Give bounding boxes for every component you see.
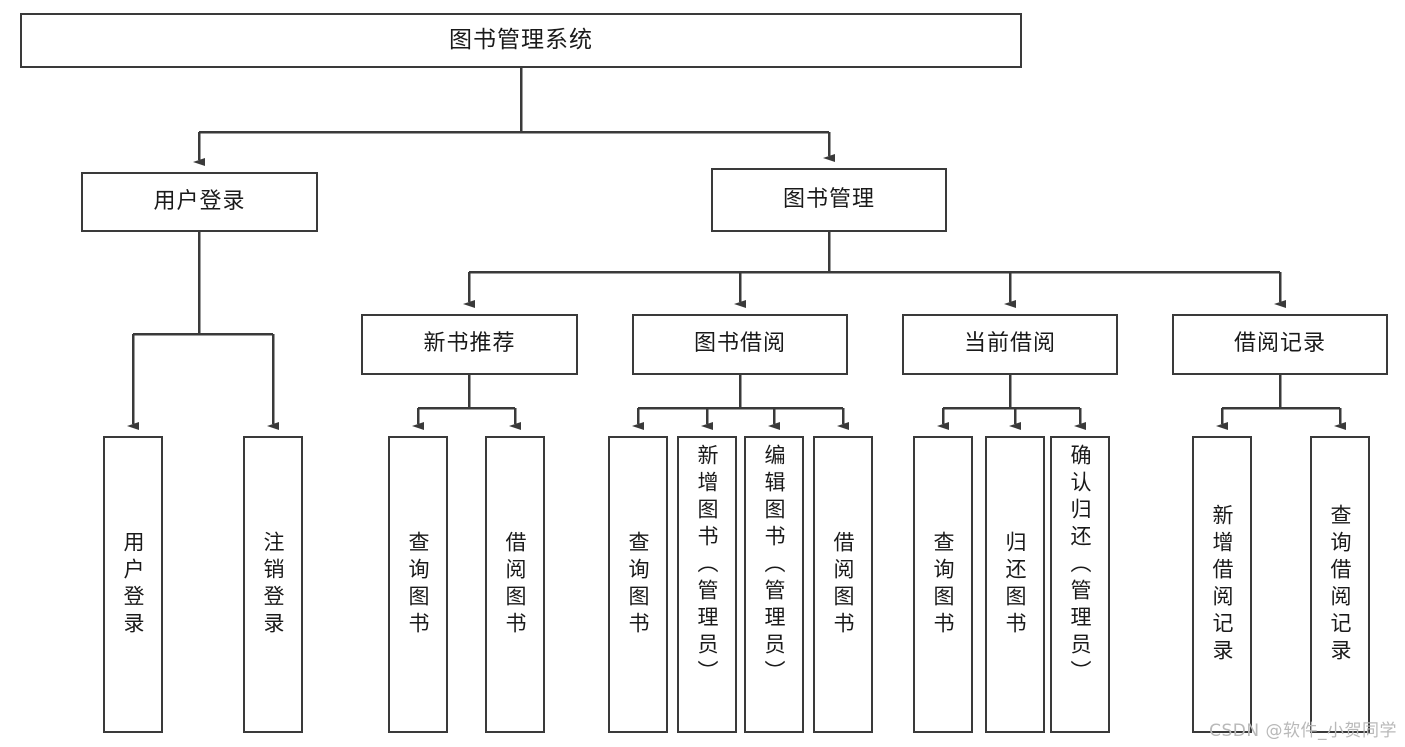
- leaf-add-book[interactable]: 新增图书（管理员）: [677, 436, 737, 733]
- node-book-borrow-label: 图书借阅: [693, 331, 786, 357]
- leaf-add-record[interactable]: 新增借阅记录: [1192, 436, 1252, 733]
- leaf-borrow-book-1[interactable]: 借阅图书: [485, 436, 545, 733]
- leaf-query-book-3-label: 查询图书: [931, 530, 956, 639]
- node-new-book-rec[interactable]: 新书推荐: [361, 314, 578, 375]
- leaf-borrow-book-2[interactable]: 借阅图书: [813, 436, 873, 733]
- node-root[interactable]: 图书管理系统: [20, 13, 1022, 68]
- leaf-query-book-2-label: 查询图书: [626, 530, 651, 639]
- leaf-return-book-label: 归还图书: [1003, 530, 1028, 639]
- node-current-borrow-label: 当前借阅: [963, 331, 1056, 357]
- leaf-query-book-1-label: 查询图书: [406, 530, 431, 639]
- leaf-query-book-1[interactable]: 查询图书: [388, 436, 448, 733]
- leaf-edit-book[interactable]: 编辑图书（管理员）: [744, 436, 804, 733]
- node-book-borrow[interactable]: 图书借阅: [632, 314, 848, 375]
- leaf-borrow-book-1-label: 借阅图书: [503, 530, 528, 639]
- node-borrow-record-label: 借阅记录: [1233, 331, 1326, 357]
- node-user-login[interactable]: 用户登录: [81, 172, 318, 232]
- node-book-manage[interactable]: 图书管理: [711, 168, 947, 232]
- leaf-query-book-2[interactable]: 查询图书: [608, 436, 668, 733]
- leaf-confirm-return-label: 确认归还（管理员）: [1068, 444, 1093, 687]
- leaf-add-book-label: 新增图书（管理员）: [695, 444, 720, 687]
- node-borrow-record[interactable]: 借阅记录: [1172, 314, 1388, 375]
- node-root-label: 图书管理系统: [449, 26, 593, 53]
- leaf-return-book[interactable]: 归还图书: [985, 436, 1045, 733]
- node-new-book-rec-label: 新书推荐: [423, 331, 516, 357]
- leaf-query-record-label: 查询借阅记录: [1328, 503, 1353, 666]
- leaf-edit-book-label: 编辑图书（管理员）: [762, 444, 787, 687]
- leaf-user-login-label: 用户登录: [121, 530, 146, 639]
- leaf-query-book-3[interactable]: 查询图书: [913, 436, 973, 733]
- leaf-confirm-return[interactable]: 确认归还（管理员）: [1050, 436, 1110, 733]
- leaf-logout[interactable]: 注销登录: [243, 436, 303, 733]
- leaf-add-record-label: 新增借阅记录: [1210, 503, 1235, 666]
- leaf-user-login[interactable]: 用户登录: [103, 436, 163, 733]
- leaf-query-record[interactable]: 查询借阅记录: [1310, 436, 1370, 733]
- csdn-watermark: CSDN @软件_小贺同学: [1209, 721, 1397, 741]
- node-book-manage-label: 图书管理: [782, 186, 875, 212]
- node-user-login-label: 用户登录: [153, 188, 246, 214]
- leaf-logout-label: 注销登录: [261, 530, 286, 639]
- node-current-borrow[interactable]: 当前借阅: [902, 314, 1118, 375]
- leaf-borrow-book-2-label: 借阅图书: [831, 530, 856, 639]
